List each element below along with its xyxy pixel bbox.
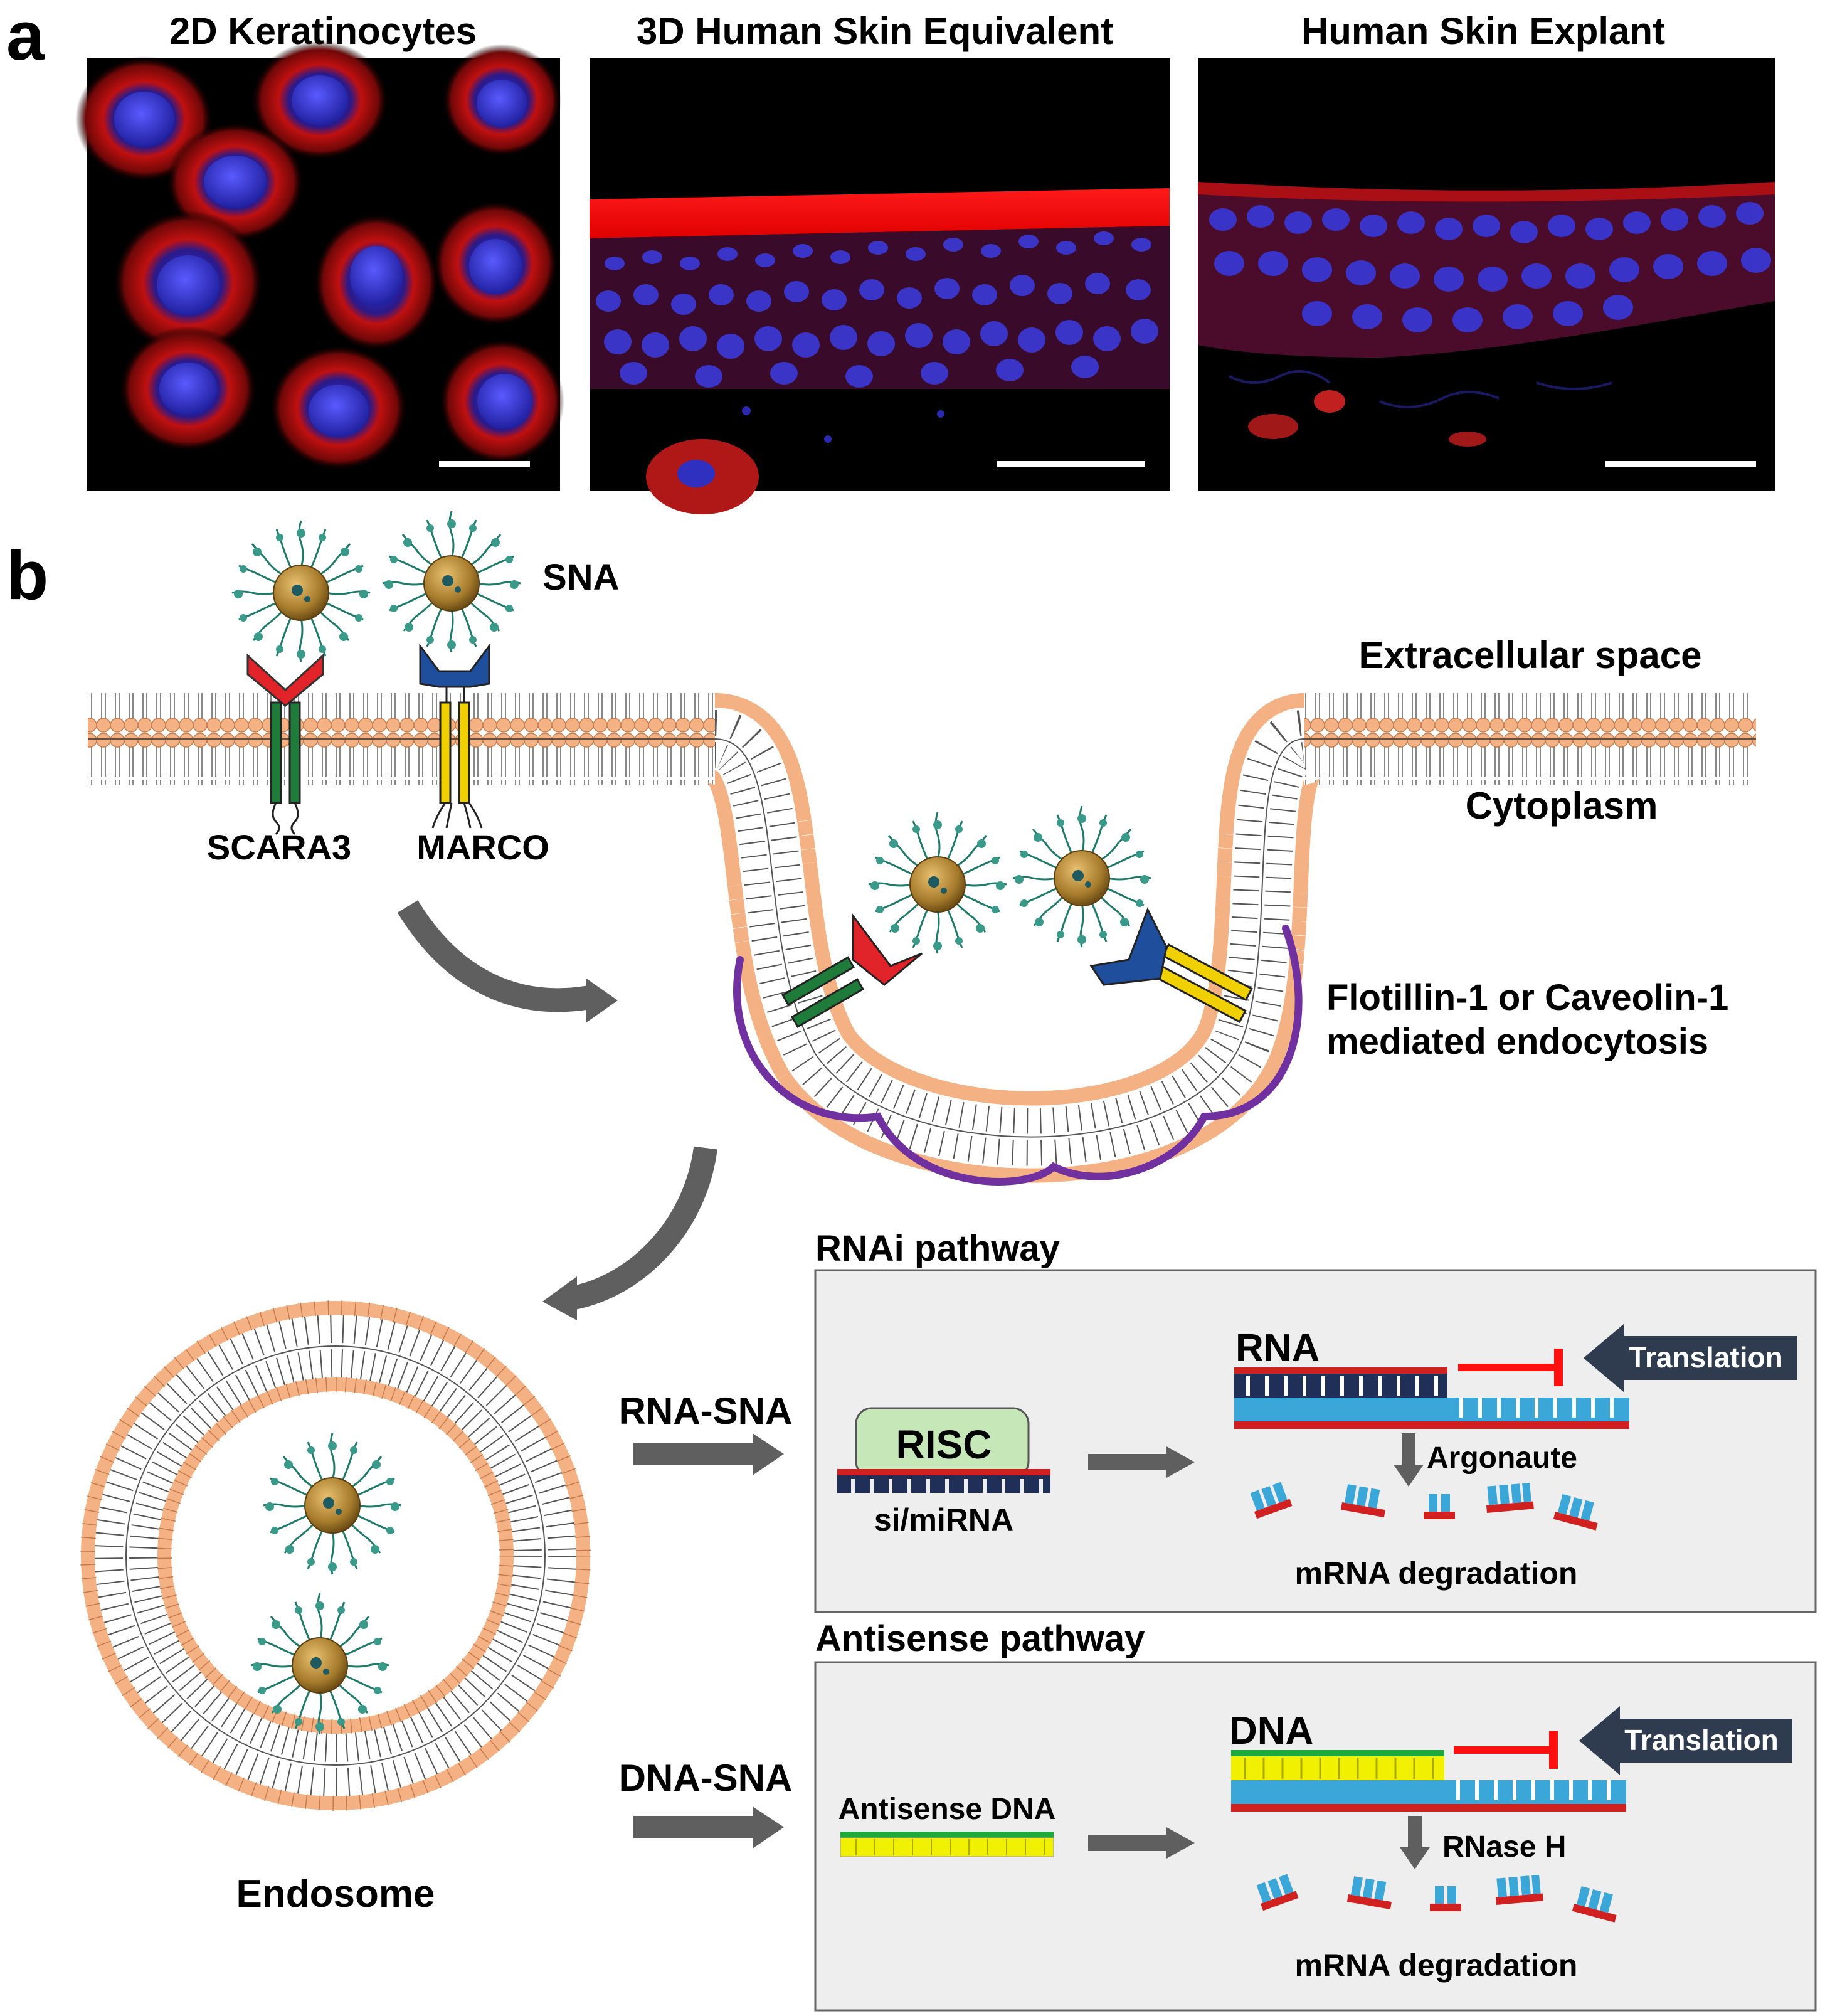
endosome-label: Endosome	[236, 1872, 435, 1916]
antisense-dna-strand	[840, 1832, 1054, 1857]
sna-label: SNA	[542, 557, 619, 598]
scara3-receptor-internalized	[781, 913, 923, 1028]
image-title-skin-equivalent: 3D Human Skin Equivalent	[637, 10, 1113, 52]
sna-particle	[231, 519, 371, 663]
translation-label: Translation	[1624, 1724, 1778, 1756]
membrane-invagination	[704, 693, 1323, 1183]
inhibition-symbol	[1454, 1731, 1558, 1769]
caveolin-coat	[733, 925, 1303, 1186]
rna-duplex	[1234, 1367, 1629, 1429]
scale-bar	[997, 461, 1145, 467]
rnai-pathway-box	[814, 1269, 1817, 1613]
antisense-pathway-title: Antisense pathway	[815, 1618, 1145, 1659]
sna-particle	[262, 1432, 403, 1576]
rna-label: RNA	[1235, 1327, 1320, 1370]
endosome	[80, 1300, 591, 1811]
translation-label: Translation	[1629, 1341, 1782, 1374]
risc-complex	[837, 1407, 1050, 1493]
translation-arrow	[1579, 1706, 1792, 1775]
extracellular-label: Extracellular space	[1358, 634, 1701, 676]
mrna-degradation-label: mRNA degradation	[1295, 1556, 1578, 1591]
down-arrow	[1394, 1433, 1424, 1487]
mrna-degradation-label: mRNA degradation	[1295, 1948, 1578, 1983]
scale-bar	[1605, 461, 1756, 467]
cytoplasm-label: Cytoplasm	[1466, 785, 1658, 827]
rna-sna-label: RNA-SNA	[619, 1390, 793, 1432]
dna-sna-label: DNA-SNA	[619, 1757, 793, 1799]
risc-label: RISC	[896, 1422, 992, 1467]
micrograph-skin-equivalent	[590, 58, 1170, 514]
arrow-rna-sna	[633, 1433, 784, 1475]
curved-arrow-to-endosome	[542, 1146, 717, 1320]
rna-fragments	[1256, 1874, 1617, 1923]
argonaute-label: Argonaute	[1427, 1441, 1577, 1475]
scara3-label: SCARA3	[207, 827, 351, 867]
sna-particle	[1012, 805, 1152, 948]
scara3-receptor	[246, 653, 324, 836]
sna-particle	[381, 510, 522, 654]
micrograph-skin-explant	[1198, 58, 1775, 491]
endocytosis-label-line1: Flotillin-1 or Caveolin-1	[1326, 977, 1728, 1018]
arrow-dna-sna	[633, 1806, 784, 1849]
rnai-pathway-title: RNAi pathway	[815, 1228, 1060, 1269]
panel-b-letter: b	[6, 537, 48, 614]
marco-receptor-internalized	[1089, 907, 1253, 1024]
rna-fragments	[1250, 1482, 1598, 1531]
antisense-dna-label: Antisense DNA	[838, 1793, 1056, 1826]
process-arrow	[1088, 1827, 1195, 1859]
micrograph-keratinocytes	[75, 41, 564, 491]
inhibition-symbol	[1458, 1349, 1563, 1386]
sna-particle	[867, 811, 1008, 955]
dna-label: DNA	[1229, 1709, 1313, 1753]
scale-bar	[439, 461, 530, 467]
marco-receptor	[419, 643, 490, 829]
marco-label: MARCO	[416, 827, 549, 867]
rnase-h-label: RNase H	[1442, 1830, 1566, 1864]
panel-a-letter: a	[6, 0, 45, 75]
endocytosis-label-line2: mediated endocytosis	[1326, 1021, 1708, 1062]
image-title-skin-explant: Human Skin Explant	[1301, 10, 1665, 52]
curved-arrow-internalization	[397, 900, 618, 1022]
translation-arrow	[1584, 1324, 1797, 1393]
dna-rna-hybrid	[1231, 1750, 1626, 1812]
process-arrow	[1088, 1446, 1195, 1478]
down-arrow	[1400, 1816, 1430, 1869]
sirna-label: si/miRNA	[874, 1502, 1013, 1537]
